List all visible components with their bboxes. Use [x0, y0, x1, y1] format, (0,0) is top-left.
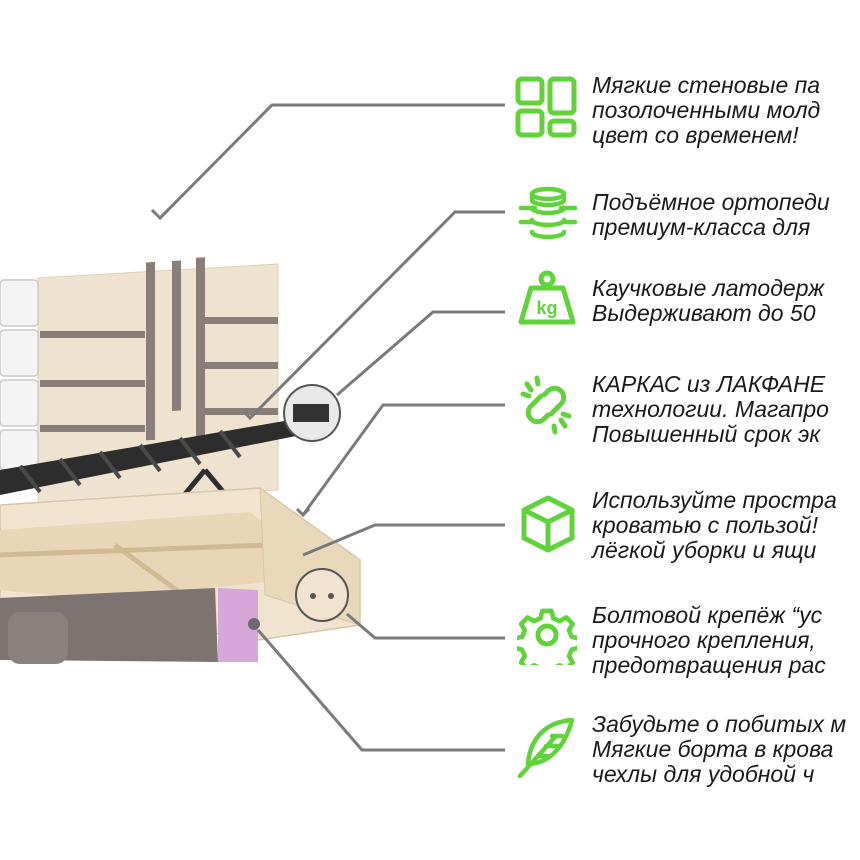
feature-line: позолоченными молд [592, 97, 821, 123]
svg-text:kg: kg [536, 298, 557, 318]
feature-line: Используйте простра [592, 487, 837, 513]
feature-text: Мягкие стеновые па позолоченными молд цв… [592, 73, 820, 148]
feature-text: Каучковые латодерж Выдерживают до 50 [592, 276, 824, 326]
feature-orthopedic-base: Подъёмное ортопеди премиум-класса для [0, 186, 860, 280]
feature-storage: Используйте простра кроватью с пользой! … [0, 488, 860, 578]
orthopedic-base-icon [518, 186, 578, 240]
feature-line: Каучковые латодерж [592, 275, 825, 301]
feather-icon [517, 717, 575, 779]
feature-text: КАРКАС из ЛАКФАНЕ технологии. Магапро По… [592, 372, 829, 447]
feature-line: предотвращения рас [592, 652, 826, 678]
feature-text: Используйте простра кроватью с пользой! … [592, 488, 837, 563]
feature-line: прочного крепления, [592, 627, 816, 653]
feature-frame: КАРКАС из ЛАКФАНЕ технологии. Магапро По… [0, 372, 860, 462]
feature-line: Выдерживают до 50 [592, 300, 816, 326]
feature-text: Болтовой крепёж “ус прочного крепления, … [592, 603, 826, 678]
feature-line: Забудьте о побитых м [592, 711, 847, 737]
headboard [0, 257, 279, 506]
broken-link-icon [520, 375, 572, 435]
gear-icon [517, 608, 577, 665]
feature-text: Подъёмное ортопеди премиум-класса для [592, 190, 830, 240]
feature-line: Мягкие борта в крова [592, 736, 834, 762]
feature-line: кроватью с пользой! [592, 512, 818, 538]
feature-soft-sides: Забудьте о побитых м Мягкие борта в кров… [0, 712, 860, 802]
latex-holder-zoom [283, 384, 341, 442]
feature-line: лёгкой уборки и ящи [592, 537, 817, 563]
feature-line: КАРКАС из ЛАКФАНЕ [592, 371, 826, 397]
feature-line: чехлы для удобной ч [592, 761, 815, 787]
feature-line: цвет со временем! [592, 122, 799, 148]
feature-text: Забудьте о побитых м Мягкие борта в кров… [592, 712, 846, 787]
feature-line: Повышенный срок эк [592, 421, 821, 447]
feature-line: Мягкие стеновые па [592, 72, 821, 98]
bolt-zoom [295, 568, 349, 622]
feature-line: Болтовой крепёж “ус [592, 602, 823, 628]
feature-wall-panels: Мягкие стеновые па позолоченными молд цв… [0, 73, 860, 163]
leader-lines [150, 103, 505, 752]
weight-icon: kg [518, 270, 576, 325]
feature-bolts: Болтовой крепёж “ус прочного крепления, … [0, 603, 860, 693]
feature-line: Подъёмное ортопеди [592, 189, 830, 215]
feature-latex-holders: kg Каучковые латодерж Выдерживают до 50 [0, 270, 860, 366]
box-icon [521, 495, 575, 553]
lift-frame [0, 420, 296, 514]
wall-panels-icon [515, 76, 577, 138]
feature-line: технологии. Магапро [592, 396, 829, 422]
feature-line: премиум-класса для [592, 214, 811, 240]
soft-side-panels [0, 588, 260, 664]
